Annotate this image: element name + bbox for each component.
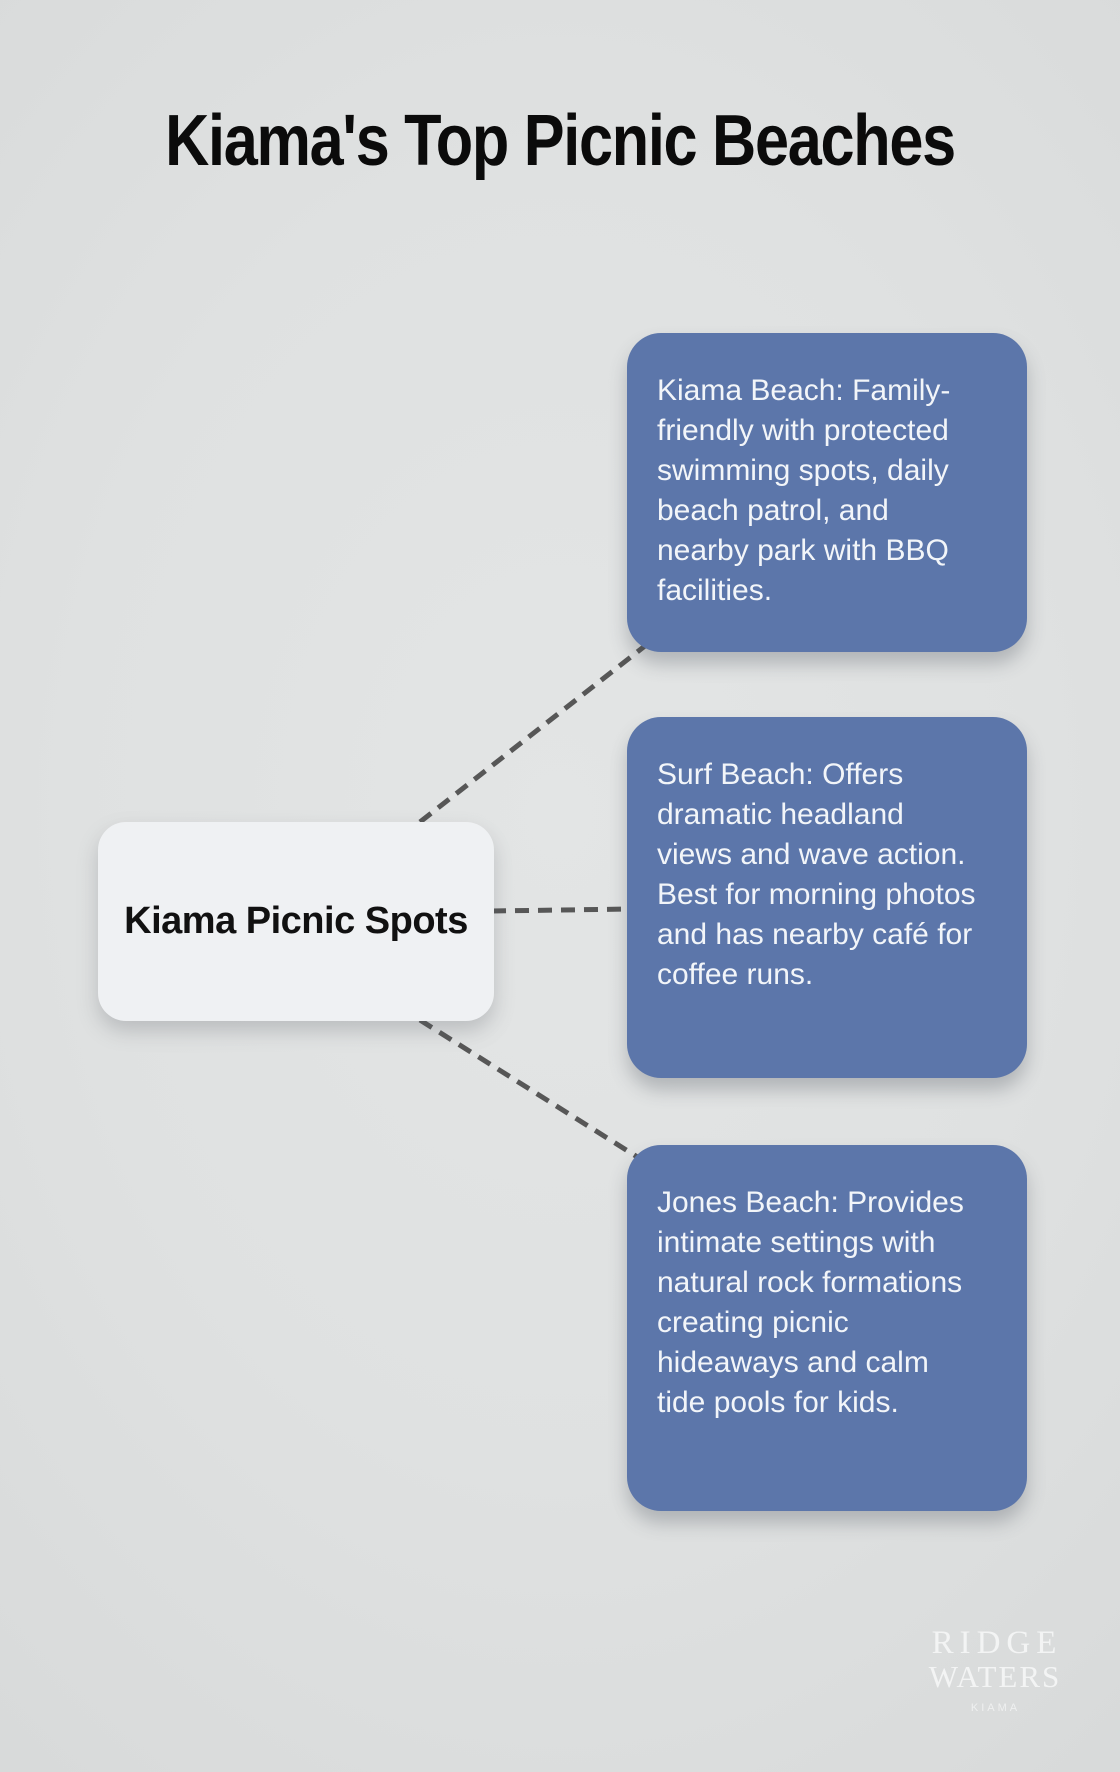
branch-surf-beach: Surf Beach: Offers dramatic headland vie… (627, 717, 1027, 1078)
branch-kiama-beach: Kiama Beach: Family-friendly with protec… (627, 333, 1027, 652)
brand-name-ridge: RIDGE (931, 1625, 1063, 1661)
connector-jones-beach (418, 1017, 652, 1168)
branch-jones-beach: Jones Beach: Provides intimate settings … (627, 1145, 1027, 1511)
brand-tagline: KIAMA (970, 1702, 1021, 1714)
brand-name-waters: WATERS (928, 1659, 1062, 1694)
brand-logo: RIDGE WATERS KIAMA (858, 1626, 1120, 1714)
branch-jones-beach-text: Jones Beach: Provides intimate settings … (657, 1186, 964, 1419)
branch-kiama-beach-text: Kiama Beach: Family-friendly with protec… (657, 374, 951, 607)
root-node-label: Kiama Picnic Spots (124, 900, 468, 942)
branch-surf-beach-text: Surf Beach: Offers dramatic headland vie… (657, 758, 976, 991)
connector-kiama-beach (418, 640, 652, 824)
connector-surf-beach (491, 906, 633, 914)
root-node: Kiama Picnic Spots (98, 822, 494, 1021)
page-title: Kiama's Top Picnic Beaches (165, 101, 956, 181)
